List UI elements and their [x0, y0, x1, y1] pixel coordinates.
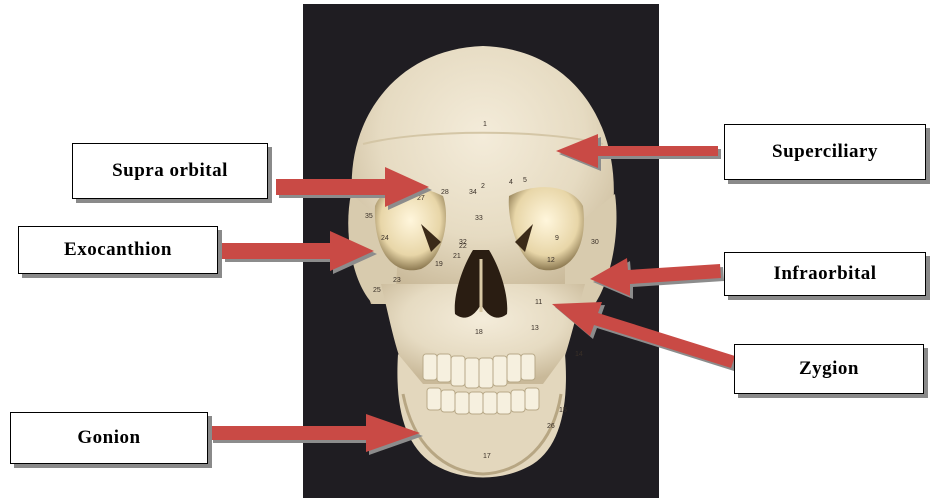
label-infraorbital-text: Infraorbital	[773, 263, 876, 285]
gonion-arrow	[210, 414, 423, 455]
label-gonion: Gonion	[10, 412, 208, 464]
label-superciliary-text: Superciliary	[772, 141, 878, 163]
label-zygion-text: Zygion	[799, 358, 859, 380]
label-infraorbital: Infraorbital	[724, 252, 926, 296]
supra-orbital-arrow	[276, 167, 432, 210]
label-superciliary: Superciliary	[724, 124, 926, 180]
zygion-arrow	[552, 302, 738, 371]
label-zygion: Zygion	[734, 344, 924, 394]
label-supra-orbital: Supra orbital	[72, 143, 268, 199]
superciliary-arrow	[556, 134, 721, 171]
label-supra-orbital-text: Supra orbital	[112, 160, 228, 182]
infraorbital-arrow	[590, 258, 724, 299]
exocanthion-arrow	[222, 231, 377, 274]
label-gonion-text: Gonion	[77, 427, 140, 449]
label-exocanthion: Exocanthion	[18, 226, 218, 274]
label-exocanthion-text: Exocanthion	[64, 239, 172, 261]
